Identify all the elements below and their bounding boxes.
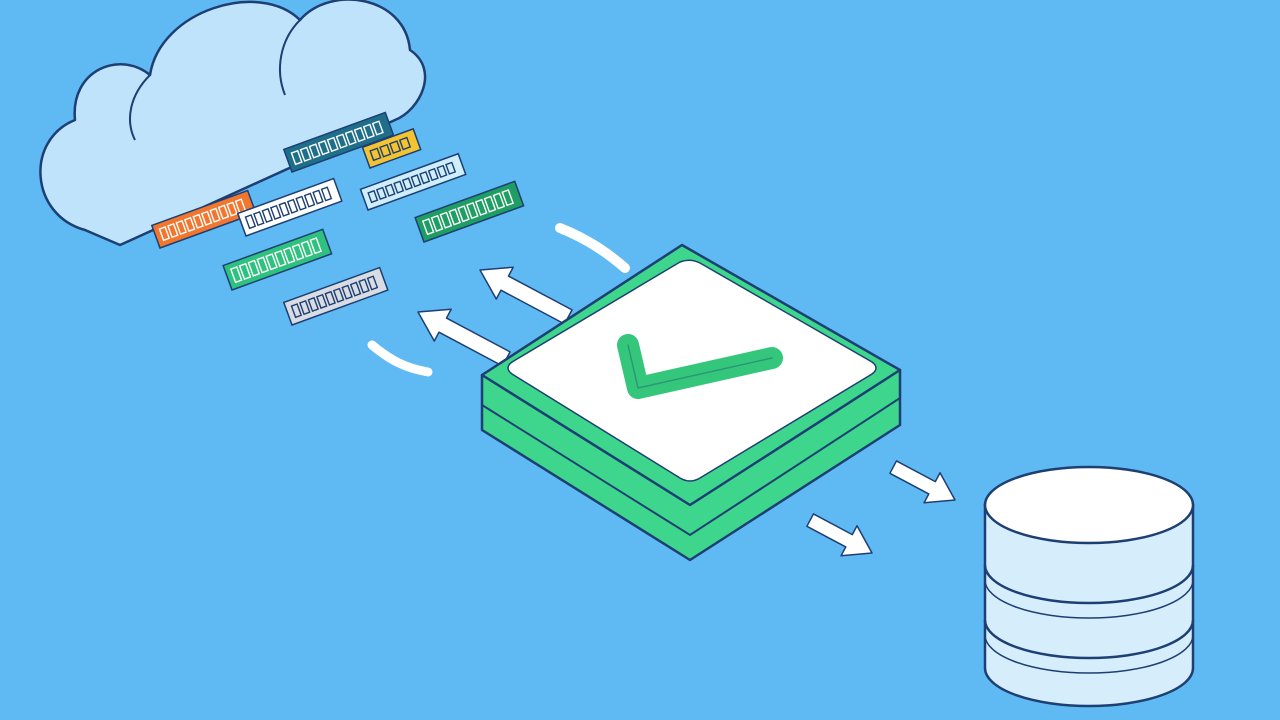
inbound-arrows [367, 223, 630, 377]
tag-green [222, 228, 333, 291]
arrow-upper [479, 266, 573, 325]
arrow-out-upper [889, 460, 956, 504]
tag-white [236, 177, 343, 237]
arrow-curve-bottom [367, 340, 433, 377]
tag-orange [150, 189, 257, 249]
tag-gray [282, 266, 389, 326]
tag-teal [282, 111, 395, 173]
cloud-icon [39, 0, 427, 247]
validator-block [480, 243, 902, 562]
database-icon [983, 465, 1195, 708]
outbound-arrows [806, 460, 956, 557]
tag-light-blue [359, 152, 467, 211]
tag-yellow [361, 127, 422, 169]
checkmark-icon [617, 334, 783, 399]
arrow-curve-top [555, 223, 630, 273]
arrow-out-lower [806, 513, 873, 557]
tag-dark-green [414, 180, 525, 243]
data-tags [150, 111, 525, 326]
